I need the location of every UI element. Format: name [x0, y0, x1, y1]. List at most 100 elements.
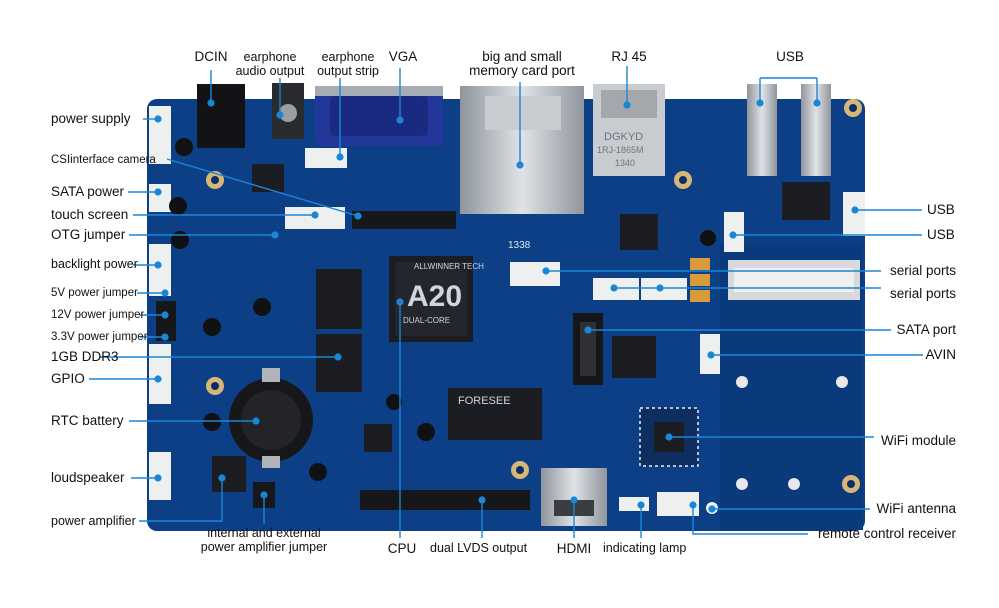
eth-chip	[620, 214, 658, 250]
mounting-holes-inner	[211, 104, 857, 488]
label-earphone-strip: earphone output strip	[317, 50, 379, 78]
misc-chip-2	[252, 164, 284, 192]
csi-header	[352, 211, 456, 229]
dot-gpio	[154, 375, 162, 383]
callout-csi-camera	[166, 158, 359, 217]
dot-serial-1	[542, 267, 550, 275]
label-3v3-jumper: 3.3V power jumper	[51, 331, 148, 343]
dot-memory-card	[516, 161, 524, 169]
callout-dots	[154, 99, 859, 513]
amp-chip	[212, 456, 246, 492]
callout-power-amplifier	[139, 478, 223, 522]
capacitors	[169, 138, 716, 481]
dot-touch	[311, 211, 319, 219]
label-wifi-module: WiFi module	[880, 433, 956, 448]
dot-hdmi	[570, 496, 578, 504]
dot-rtc	[252, 417, 260, 425]
dot-amp-jumper	[260, 491, 268, 499]
dot-12v	[161, 311, 169, 319]
dot-wifi-module	[665, 433, 673, 441]
dot-cpu	[396, 298, 404, 306]
label-amp-jumper: internal and external power amplifier ju…	[200, 526, 328, 554]
serial-port-1	[510, 262, 560, 286]
dot-otg	[271, 231, 279, 239]
dot-sata-power	[154, 188, 162, 196]
left-connectors	[149, 106, 171, 500]
usb-port-1	[747, 84, 777, 176]
label-backlight-power: backlight power	[51, 257, 138, 271]
orange-components	[690, 258, 710, 302]
flash-chip	[448, 388, 542, 440]
dcin-jack	[197, 84, 245, 148]
dot-usb-1	[756, 99, 764, 107]
usb-hub-chip	[782, 182, 830, 220]
label-memory-card: big and small memory card port	[469, 49, 575, 78]
dot-serial-2	[610, 284, 618, 292]
callout-remote-receiver	[692, 505, 808, 535]
flash-brand-text: FORESEE	[458, 395, 511, 407]
dot-backlight	[154, 261, 162, 269]
dot-sata-port	[584, 326, 592, 334]
rj45-num-text: 1340	[615, 158, 636, 168]
dot-earphone-audio	[276, 111, 284, 119]
dot-ddr3	[334, 353, 342, 361]
dot-3v3	[161, 333, 169, 341]
label-avin: AVIN	[925, 347, 956, 362]
dot-remote	[689, 501, 697, 509]
indicating-lamp-pcb	[619, 497, 649, 511]
label-touch-screen: touch screen	[51, 207, 129, 222]
label-serial-ports-1: serial ports	[889, 263, 956, 278]
dot-serial-3	[656, 284, 664, 292]
rj45-model-text: 1RJ-1865M	[597, 145, 644, 155]
cpu-sub-text: DUAL-CORE	[403, 316, 451, 325]
dot-usb-2	[813, 99, 821, 107]
dot-power-supply	[154, 115, 162, 123]
dot-5v	[161, 289, 169, 297]
label-power-supply: power supply	[51, 111, 131, 126]
ddr3-chip-1	[316, 269, 362, 329]
label-5v-jumper: 5V power jumper	[51, 287, 138, 299]
label-csi-camera: CSIinterface camera	[51, 154, 156, 166]
dot-lamp	[637, 501, 645, 509]
label-earphone-audio: earphone audio output	[235, 50, 305, 78]
cpu-brand-text: ALLWINNER TECH	[414, 262, 484, 271]
serial-port-3	[641, 278, 687, 300]
dot-power-amp	[218, 474, 226, 482]
label-indicating-lamp: indicating lamp	[603, 541, 687, 555]
lvds-header	[360, 490, 530, 510]
label-wifi-antenna: WiFi antenna	[876, 501, 956, 516]
label-remote-receiver: remote control receiver	[817, 526, 956, 541]
callout-lines	[89, 66, 923, 538]
label-ddr3: 1GB DDR3	[51, 349, 119, 364]
dot-dcin	[207, 99, 215, 107]
label-vga: VGA	[388, 49, 418, 64]
right-area-pads	[736, 376, 848, 490]
dot-usb-r2	[729, 231, 737, 239]
dot-avin	[707, 351, 715, 359]
ddr3-chip-2	[316, 334, 362, 392]
usb-port-2	[801, 84, 831, 176]
label-loudspeaker: loudspeaker	[51, 470, 125, 485]
misc-chip-1	[364, 424, 392, 452]
label-usb-right-2: USB	[927, 227, 955, 242]
dot-lvds	[478, 496, 486, 504]
label-serial-ports-2: serial ports	[889, 286, 956, 301]
label-otg-jumper: OTG jumper	[51, 227, 126, 242]
rj45-brand-text: DGKYD	[604, 131, 644, 143]
dot-csi	[354, 212, 362, 220]
dot-rj45	[623, 101, 631, 109]
label-usb-top: USB	[776, 49, 804, 64]
dot-wifi-antenna	[708, 505, 716, 513]
label-rtc-battery: RTC battery	[51, 413, 124, 428]
dot-loudspeaker	[154, 474, 162, 482]
label-usb-right-1: USB	[927, 202, 955, 217]
label-sata-port: SATA port	[896, 322, 956, 337]
label-dual-lvds: dual LVDS output	[430, 541, 528, 555]
regulator-chip	[612, 336, 656, 378]
label-dcin: DCIN	[194, 49, 228, 64]
label-rj45: RJ 45	[611, 49, 647, 64]
label-gpio: GPIO	[51, 371, 85, 386]
cpu-model-text: A20	[407, 280, 463, 313]
